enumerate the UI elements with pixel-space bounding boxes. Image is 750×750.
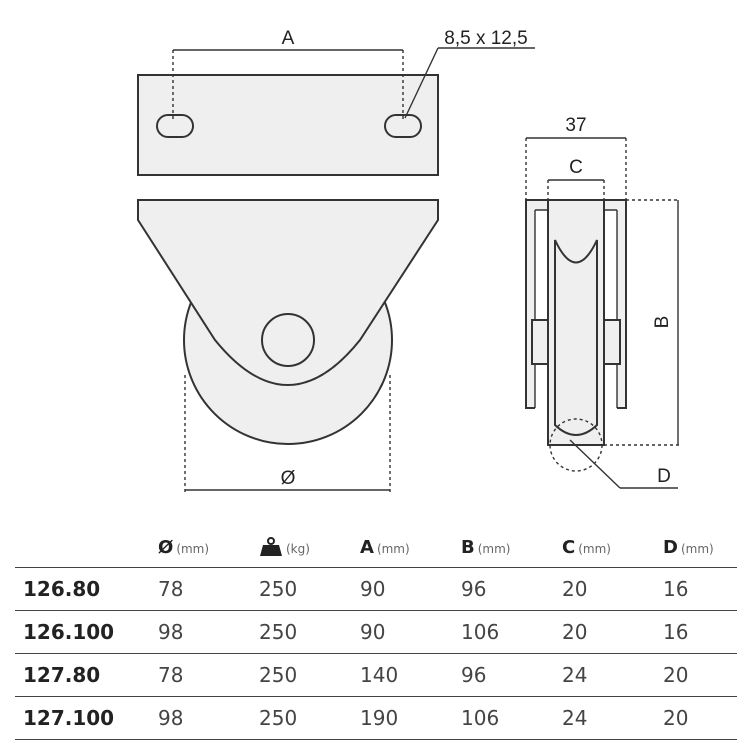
table-row: 126.100 98 250 90 106 20 16 xyxy=(15,610,737,654)
cell-b: 106 xyxy=(461,610,562,654)
cell-load: 250 xyxy=(259,610,360,654)
cell-code: 126.80 xyxy=(15,567,158,611)
dimension-d: D xyxy=(569,439,678,489)
cell-d: 16 xyxy=(663,610,737,654)
dimension-a-label: A xyxy=(282,28,295,49)
cell-b: 96 xyxy=(461,653,562,697)
cell-load: 250 xyxy=(259,567,360,611)
mounting-plate xyxy=(137,74,439,176)
cell-diameter: 98 xyxy=(158,610,259,654)
spec-table: Ø(mm) (kg) A(mm) B(mm) C(mm) D(mm) 126.8… xyxy=(15,527,737,740)
header-c: C(mm) xyxy=(562,536,611,558)
dimension-c: C xyxy=(547,157,605,245)
table-row: 127.100 98 250 190 106 24 20 xyxy=(15,696,737,740)
cell-a: 190 xyxy=(360,696,461,740)
cell-c: 20 xyxy=(562,567,663,611)
header-d: D(mm) xyxy=(663,536,714,558)
cell-c: 24 xyxy=(562,653,663,697)
dimension-d-label: D xyxy=(657,466,671,487)
cell-diameter: 98 xyxy=(158,696,259,740)
cell-load: 250 xyxy=(259,653,360,697)
dimension-b: B xyxy=(604,199,680,446)
cell-d: 16 xyxy=(663,567,737,611)
dimension-b-label: B xyxy=(652,316,673,329)
technical-drawing: A 8,5 x 12,5 Ø 37 xyxy=(137,28,680,492)
dimension-c-label: C xyxy=(569,157,583,178)
dimension-a: A xyxy=(172,28,404,122)
header-a: A(mm) xyxy=(360,536,410,558)
dimension-diameter-label: Ø xyxy=(281,468,296,489)
cell-b: 106 xyxy=(461,696,562,740)
dimension-diameter: Ø xyxy=(184,375,391,492)
dimension-width: 37 xyxy=(525,115,627,200)
weight-icon xyxy=(260,536,282,556)
cell-a: 90 xyxy=(360,610,461,654)
cell-b: 96 xyxy=(461,567,562,611)
front-view-wheel xyxy=(137,199,439,445)
cell-a: 140 xyxy=(360,653,461,697)
cell-diameter: 78 xyxy=(158,653,259,697)
cell-diameter: 78 xyxy=(158,567,259,611)
side-view xyxy=(525,199,627,472)
cell-a: 90 xyxy=(360,567,461,611)
header-b: B(mm) xyxy=(461,536,511,558)
header-diameter: Ø(mm) xyxy=(158,536,210,558)
slot-size-label: 8,5 x 12,5 xyxy=(444,28,527,49)
cell-load: 250 xyxy=(259,696,360,740)
mounting-slot-right xyxy=(384,114,422,138)
cell-code: 127.100 xyxy=(15,696,158,740)
cell-code: 127.80 xyxy=(15,653,158,697)
cell-c: 24 xyxy=(562,696,663,740)
cell-c: 20 xyxy=(562,610,663,654)
table-row: 126.80 78 250 90 96 20 16 xyxy=(15,567,737,611)
rope-profile-circle xyxy=(549,418,603,472)
slot-size-callout: 8,5 x 12,5 xyxy=(404,28,535,119)
mounting-slot-left xyxy=(156,114,194,138)
cell-d: 20 xyxy=(663,696,737,740)
dimension-width-label: 37 xyxy=(565,115,586,136)
header-code xyxy=(15,527,158,568)
table-header-row: Ø(mm) (kg) A(mm) B(mm) C(mm) D(mm) xyxy=(15,527,737,568)
cell-d: 20 xyxy=(663,653,737,697)
axle-hub xyxy=(261,313,315,367)
header-load: (kg) xyxy=(259,527,360,568)
table-row: 127.80 78 250 140 96 24 20 xyxy=(15,653,737,697)
cell-code: 126.100 xyxy=(15,610,158,654)
